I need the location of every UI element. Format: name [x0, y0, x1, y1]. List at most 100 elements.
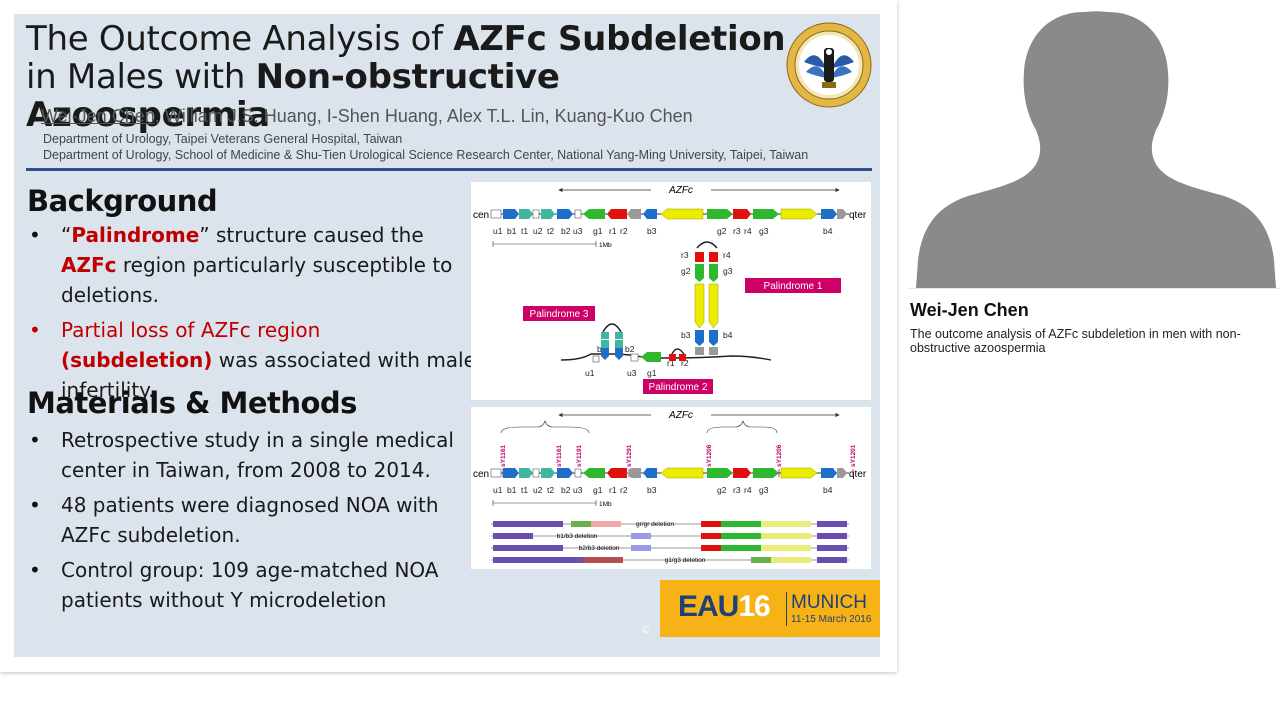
loop-label: g3 [723, 266, 733, 276]
amplicon-label: b1 [507, 226, 517, 236]
amplicon-label: b4 [823, 485, 833, 495]
loop-label: r3 [681, 250, 689, 260]
amplicon-label: u3 [573, 485, 583, 495]
amplicon-label: t1 [521, 485, 528, 495]
subdeletion-term: (subdeletion) [61, 348, 213, 372]
background-list: “Palindrome” structure caused the AZFc r… [27, 220, 477, 410]
sts-markers: sY1161 sY1161 sY1191 sY1291 sY1206 sY120… [500, 444, 857, 467]
deletion-row: g1/g3 deletion [491, 557, 849, 564]
amplicon-label: u1 [493, 226, 503, 236]
palindrome-figure: AZFc cen qter [471, 182, 871, 400]
methods-list: Retrospective study in a single medical … [27, 425, 467, 620]
subdeletion-figure: AZFc sY1161 sY1161 sY1191 sY1291 sY1206 … [471, 407, 871, 569]
methods-item: 48 patients were diagnosed NOA with AZFc… [27, 490, 467, 550]
amplicon-label: r2 [620, 226, 628, 236]
amplicon-label: t1 [521, 226, 528, 236]
sts-marker: sY1201 [850, 444, 857, 467]
background-bullet-2: Partial loss of AZFc region (subdeletion… [27, 315, 477, 405]
title-divider [26, 168, 872, 171]
amplicon-label: b1 [507, 485, 517, 495]
slide-title: The Outcome Analysis of AZFc Subdeletion… [26, 20, 786, 134]
sts-marker: sY1206 [706, 444, 713, 467]
amplicon-label: g1 [593, 485, 603, 495]
loop-label: r2 [681, 358, 689, 368]
loop-label: r1 [667, 358, 675, 368]
amplicon-label: g3 [759, 226, 769, 236]
amplicon-label: u1 [493, 485, 503, 495]
affiliation-1: Department of Urology, Taipei Veterans G… [43, 132, 403, 146]
palindrome2-label: Palindrome 2 [649, 382, 708, 393]
loop-label: b3 [681, 330, 691, 340]
affiliation-2: Department of Urology, School of Medicin… [43, 148, 809, 162]
sts-marker: sY1191 [576, 445, 583, 467]
deletion-row: gr/gr deletion [491, 521, 849, 528]
amplicon-label: r2 [620, 485, 628, 495]
azfc-label: AZFc [668, 185, 693, 196]
amplicon-label: u2 [533, 226, 543, 236]
methods-item: Control group: 109 age-matched NOA patie… [27, 555, 467, 615]
loop-label: b2 [625, 344, 635, 354]
eau-separator [786, 592, 787, 626]
title-line2-bold: Non-obstructive Azoospermia [26, 57, 560, 135]
amplicon-label: u2 [533, 485, 543, 495]
first-author: Wei-Jen Chen [41, 106, 155, 126]
b1-open-quote: “ [61, 223, 72, 247]
loop-label: g1 [647, 368, 657, 378]
azfc-term: AZFc [61, 253, 117, 277]
scale-label: 1Mb [599, 242, 612, 249]
presenter-name: Wei-Jen Chen [910, 300, 1029, 320]
deletion-label: gr/gr deletion [636, 521, 674, 528]
deletion-row: b1/b3 deletion [491, 533, 849, 540]
title-line1-bold: AZFc Subdeletion [453, 19, 786, 59]
amplicon-label: t2 [547, 226, 554, 236]
amplicon-label: b3 [647, 226, 657, 236]
presentation-title: The outcome analysis of AZFc subdeletion… [910, 327, 1241, 355]
author-list: Wei-Jen Chen, William J.S. Huang, I-Shen… [41, 106, 693, 127]
scale-label: 1Mb [599, 501, 612, 508]
amplicon-labels: u1 b1 t1 u2 t2 b2 u3 g1 r1 r2 b3 g2 r3 r… [493, 485, 833, 495]
loop-label: r4 [723, 250, 731, 260]
sts-marker: sY1206 [776, 444, 783, 467]
qter-label: qter [849, 469, 867, 480]
b1-middle: ” structure caused the [199, 223, 424, 247]
slide-frame: The Outcome Analysis of AZFc Subdeletion… [0, 0, 897, 672]
methods-item: Retrospective study in a single medical … [27, 425, 467, 485]
b2-red-text: Partial loss of AZFc region [61, 318, 321, 342]
amplicon-label: t2 [547, 485, 554, 495]
sts-marker: sY1161 [500, 445, 507, 467]
b2-end: was associated with male infertility. [61, 348, 476, 402]
person-silhouette-icon [916, 11, 1276, 288]
title-line2-prefix: in Males with [26, 57, 256, 97]
sts-marker: sY1161 [556, 445, 563, 467]
amplicon-label: b2 [561, 485, 571, 495]
amplicon-label: b2 [561, 226, 571, 236]
university-seal-icon [786, 22, 872, 108]
cen-label: cen [473, 469, 489, 480]
title-line1-prefix: The Outcome Analysis of [26, 19, 454, 59]
amplicon-label: r1 [609, 226, 617, 236]
co-authors: , William J.S. Huang, I-Shen Huang, Alex… [154, 106, 693, 126]
palindrome-term: Palindrome [71, 223, 200, 247]
palindrome1-label: Palindrome 1 [764, 281, 823, 292]
background-heading: Background [27, 184, 218, 218]
eau-number: 16 [738, 590, 770, 623]
eau-dates: 11-15 March 2016 [791, 614, 872, 625]
amplicon-label: r3 [733, 485, 741, 495]
subdeletion-diagram: AZFc sY1161 sY1161 sY1191 sY1291 sY1206 … [473, 410, 867, 564]
amplicon-label: g2 [717, 226, 727, 236]
cen-label: cen [473, 210, 489, 221]
azfc-label: AZFc [668, 410, 693, 421]
amplicon-label: u3 [573, 226, 583, 236]
eau-city: MUNICH [791, 592, 867, 613]
palindrome3-label: Palindrome 3 [530, 309, 589, 320]
eau-wordmark: EAU16 [678, 590, 771, 624]
amplicon-label: g3 [759, 485, 769, 495]
loop-label: u1 [585, 368, 595, 378]
background-bullet-1: “Palindrome” structure caused the AZFc r… [27, 220, 477, 310]
amplicon-label: g2 [717, 485, 727, 495]
qter-label: qter [849, 210, 867, 221]
loop-label: g2 [681, 266, 691, 276]
deletion-row: b2/b3 deletion [491, 545, 849, 552]
loop-label: u3 [627, 368, 637, 378]
methods-heading: Materials & Methods [27, 386, 357, 420]
